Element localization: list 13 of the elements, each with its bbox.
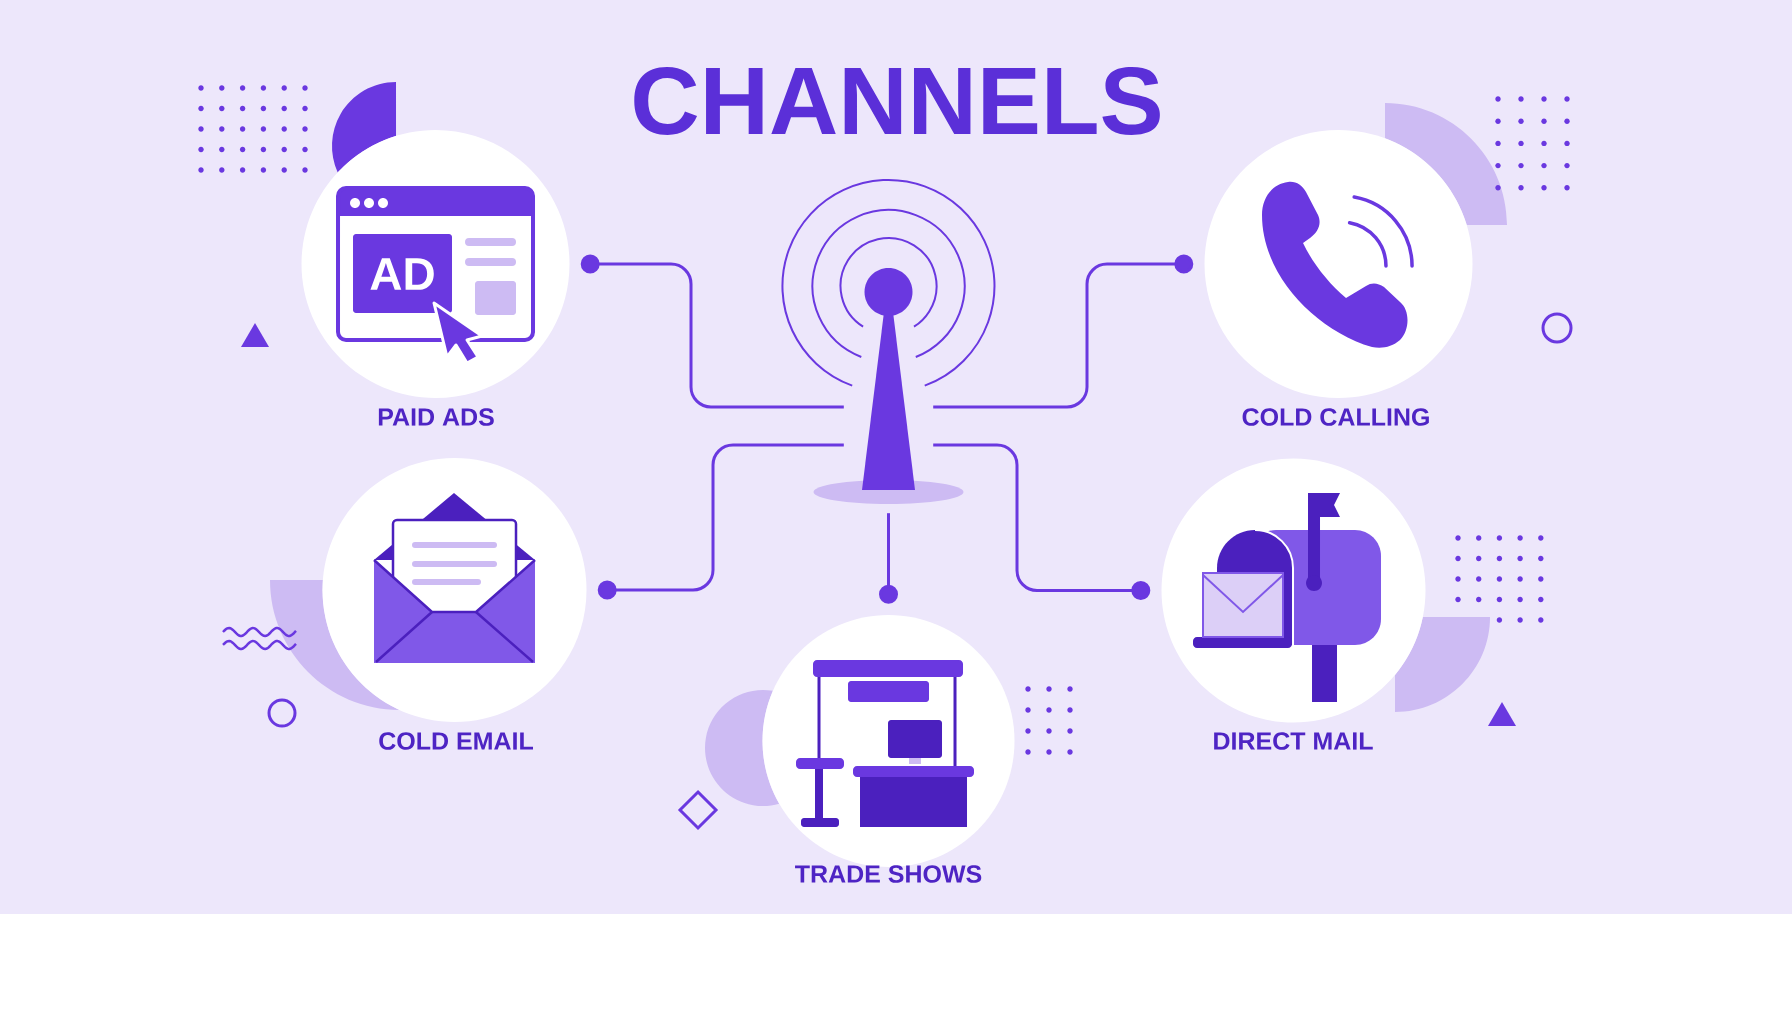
icon-label: AD [370,258,434,290]
channel-label: COLD CALLING [1242,408,1429,426]
connector-line [933,443,1151,600]
radio-tower-icon [781,179,996,504]
title: CHANNELS [634,67,1160,135]
connector-line [597,443,844,600]
channel-label: TRADE SHOWS [795,865,982,883]
channel-label: PAID ADS [378,408,494,426]
connector-line [879,513,898,604]
channel-label: DIRECT MAIL [1214,732,1373,750]
connector-line [580,254,844,409]
connector-line [933,254,1194,409]
channel-label: COLD EMAIL [379,732,533,750]
